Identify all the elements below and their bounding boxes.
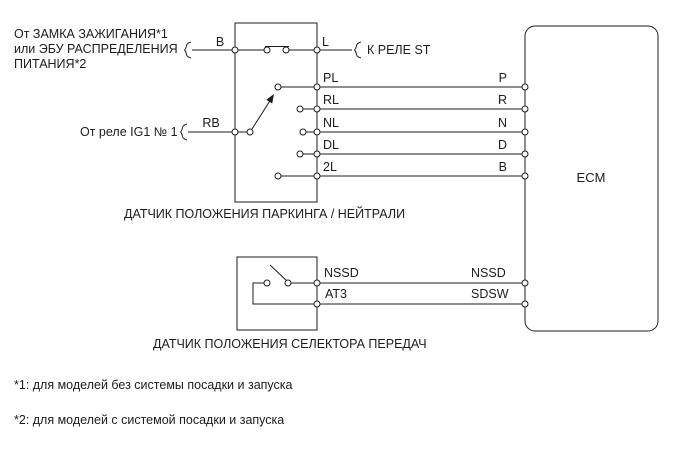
- ecm-pin-label-p: P: [499, 71, 507, 85]
- terminal-label-l: L: [322, 35, 329, 49]
- pin-label-at3: AT3: [325, 287, 347, 301]
- ecm-terminal-d: [521, 150, 529, 158]
- terminal-dots: [231, 46, 529, 308]
- ignition-source-line2: или ЭБУ РАСПРЕДЕЛЕНИЯ: [14, 42, 178, 56]
- footnote-2: *2: для моделей с системой посадки и зап…: [14, 413, 284, 427]
- contact-2l: [274, 172, 282, 180]
- terminal-2l: [313, 172, 321, 180]
- terminal-label-rb: RB: [202, 116, 219, 130]
- terminal-at3: [313, 300, 321, 308]
- selector-arm: [251, 94, 274, 130]
- selector-switch-arm-open: [269, 264, 288, 282]
- terminal-nl: [313, 128, 321, 136]
- selector-arm-arrowhead: [266, 94, 274, 104]
- ecm-terminal-p: [521, 83, 529, 91]
- pin-label-nssd: NSSD: [324, 266, 359, 280]
- terminal-rb: [231, 128, 239, 136]
- ecm-label: ECM: [577, 170, 606, 185]
- footnote-1: *1: для моделей без системы посадки и за…: [14, 378, 293, 392]
- pin-label-dl: DL: [323, 138, 339, 152]
- ecm-pin-label-b: B: [499, 160, 507, 174]
- ecm-terminal-b: [521, 172, 529, 180]
- ig1-relay-source-label: От реле IG1 № 1: [80, 125, 178, 139]
- contact-dl: [296, 150, 304, 158]
- ecm-terminal-n: [521, 128, 529, 136]
- ignition-switch-contact: [265, 46, 317, 51]
- ignition-source-line3: ПИТАНИЯ*2: [14, 57, 86, 71]
- terminal-dl: [313, 150, 321, 158]
- continuation-brace-rb: [179, 123, 188, 141]
- ecm-terminal-r: [521, 105, 529, 113]
- ignition-source-line1: От ЗАМКА ЗАЖИГАНИЯ*1: [14, 27, 168, 41]
- ecm-terminal-sdsw: [521, 300, 529, 308]
- pin-label-2l: 2L: [323, 160, 337, 174]
- terminal-nssd: [313, 279, 321, 287]
- selector-pivot: [246, 128, 254, 136]
- pin-label-nl: NL: [323, 116, 339, 130]
- pin-label-rl: RL: [323, 93, 339, 107]
- ecm-pin-label-r: R: [498, 93, 507, 107]
- terminal-l: [313, 46, 321, 54]
- terminal-b: [231, 46, 239, 54]
- ecm-pin-label-nssd: NSSD: [471, 266, 506, 280]
- contact-dot: [284, 279, 292, 287]
- park-neutral-sensor-caption: ДАТЧИК ПОЛОЖЕНИЯ ПАРКИНГА / НЕЙТРАЛИ: [124, 206, 405, 221]
- contact-dot: [263, 279, 271, 287]
- terminal-rl: [313, 105, 321, 113]
- shift-selector-switch-box: [236, 256, 318, 331]
- contact-rl: [296, 105, 304, 113]
- continuation-brace-b: [183, 41, 192, 59]
- shift-selector-sensor-caption: ДАТЧИК ПОЛОЖЕНИЯ СЕЛЕКТОРА ПЕРЕДАЧ: [153, 337, 427, 351]
- ecm-pin-label-sdsw: SDSW: [471, 287, 509, 301]
- contact-dot: [263, 46, 271, 54]
- contact-pl: [274, 83, 282, 91]
- ecm-pin-label-n: N: [498, 116, 507, 130]
- ecm-pin-label-d: D: [498, 138, 507, 152]
- terminal-label-b: B: [216, 35, 224, 49]
- wire-at3-sdsw: [252, 282, 525, 305]
- contact-nl: [299, 128, 307, 136]
- pin-label-pl: PL: [323, 71, 338, 85]
- to-starter-relay-label: К РЕЛЕ ST: [367, 43, 431, 57]
- continuation-brace-starter-relay: [353, 41, 362, 59]
- contact-dot: [282, 46, 290, 54]
- terminal-pl: [313, 83, 321, 91]
- ecm-terminal-nssd: [521, 279, 529, 287]
